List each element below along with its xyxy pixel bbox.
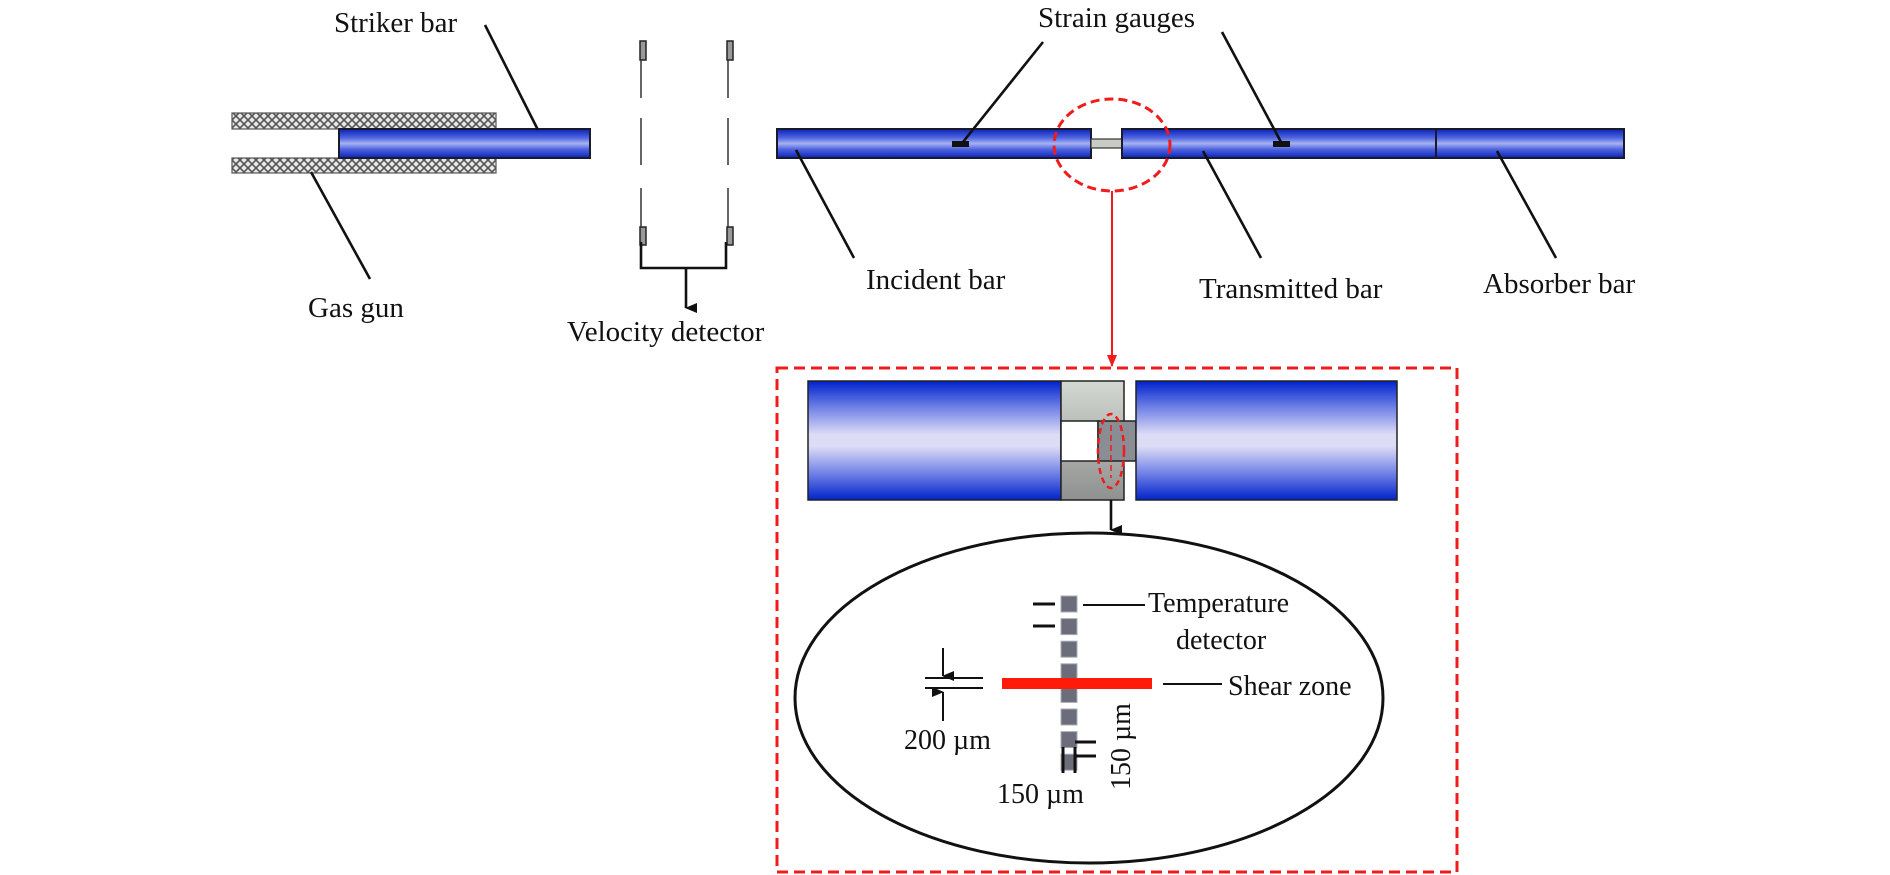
temperature-detector-cell	[1060, 708, 1078, 726]
leader-gas-gun	[309, 171, 372, 280]
sensor-top-left	[639, 40, 647, 61]
shear-zone	[1002, 678, 1152, 689]
light-beam-lines	[640, 60, 729, 228]
temperature-detector-cell	[1060, 640, 1078, 658]
strain-gauge-incident	[952, 141, 969, 147]
temperature-detector-cell	[1060, 618, 1078, 636]
leader-incident-bar	[794, 149, 856, 259]
gas-gun-upper-wall	[231, 112, 497, 130]
velocity-detector	[639, 40, 734, 313]
enlarged-incident-bar	[807, 380, 1062, 501]
label-shear-zone: Shear zone	[1228, 671, 1352, 702]
detail-highlight-circle	[1052, 97, 1172, 193]
shear-region-highlight	[1096, 412, 1126, 490]
label-strain-gauges: Strain gauges	[1038, 2, 1195, 34]
specimen	[1090, 138, 1123, 149]
label-200um: 200 µm	[904, 725, 991, 756]
leader-strain-gauge-2	[1220, 31, 1283, 143]
detail-box	[775, 366, 1459, 874]
temperature-detector-array	[1060, 595, 1078, 771]
label-transmitted-bar: Transmitted bar	[1199, 273, 1383, 305]
label-temperature: Temperature	[1148, 588, 1289, 619]
temperature-detector-cell	[1060, 595, 1078, 613]
leader-transmitted-bar	[1201, 150, 1263, 259]
striker-bar	[338, 128, 591, 159]
gas-gun-lower-wall	[231, 157, 497, 174]
label-150um-horizontal: 150 µm	[997, 779, 1084, 810]
label-detector: detector	[1176, 625, 1267, 656]
label-150um-vertical: 150 µm	[1106, 703, 1137, 790]
leader-strain-gauge-1	[961, 41, 1045, 143]
incident-bar	[776, 128, 1092, 159]
label-gas-gun: Gas gun	[308, 292, 404, 324]
detector-bracket	[639, 242, 728, 270]
dimension-shear-width	[925, 648, 983, 721]
label-absorber-bar: Absorber bar	[1483, 268, 1636, 300]
label-striker-bar: Striker bar	[334, 7, 458, 39]
label-incident-bar: Incident bar	[866, 264, 1006, 296]
sensor-top-right	[726, 40, 734, 61]
hat-specimen	[1097, 420, 1137, 462]
dimension-detector-size	[1061, 740, 1096, 773]
strain-gauge-transmitted	[1273, 141, 1290, 147]
enlarged-setup	[807, 380, 1398, 535]
holder-pocket	[1060, 420, 1099, 462]
sensor-bottom-right	[726, 226, 734, 246]
temperature-detector-cell	[1060, 663, 1078, 681]
enlarged-transmitted-bar	[1135, 380, 1398, 501]
leader-absorber-bar	[1495, 150, 1558, 259]
sensor-bottom-left	[639, 226, 647, 246]
gas-gun	[231, 112, 497, 174]
label-velocity-detector: Velocity detector	[567, 316, 765, 348]
temperature-detector-cell	[1060, 731, 1078, 749]
magnified-view	[793, 531, 1385, 865]
temperature-detector-cell	[1060, 753, 1078, 771]
leader-striker-bar	[483, 24, 540, 131]
absorber-bar	[1435, 128, 1625, 159]
